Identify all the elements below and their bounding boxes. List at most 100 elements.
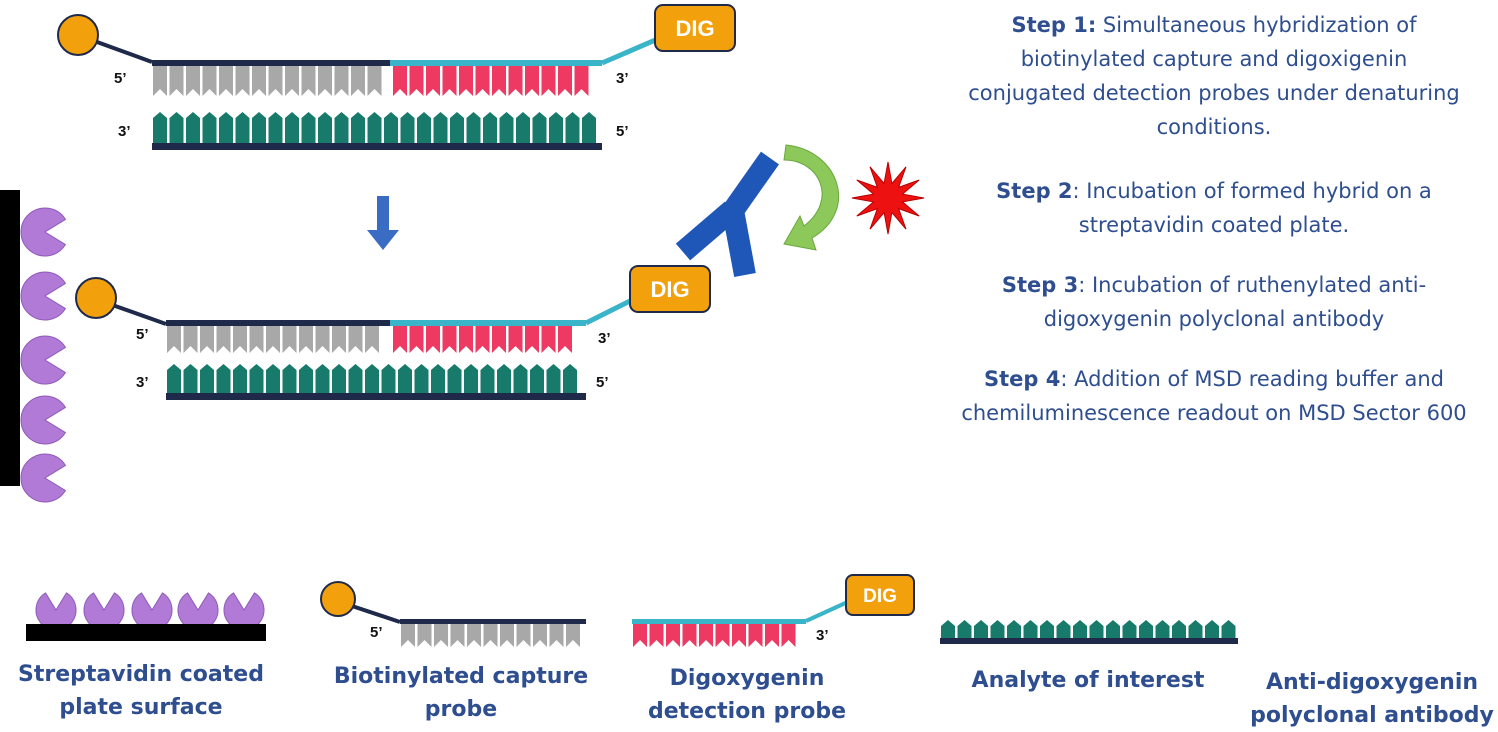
strand-tooth [334, 112, 349, 143]
dig-linker [601, 35, 661, 66]
strand-tooth [268, 66, 283, 96]
bound-complex: DIG 5’ 3’ 3’ 5’ [75, 265, 711, 400]
strand-tooth [400, 112, 415, 143]
streptavidin-icon [20, 453, 67, 503]
strand-tooth [202, 112, 217, 143]
strand-tooth [301, 112, 316, 143]
biotin-bound-icon [75, 277, 117, 319]
strand-tooth [649, 624, 664, 647]
dig-linker-bound [584, 295, 638, 326]
strand-tooth [299, 326, 313, 353]
strand-tooth [249, 364, 264, 393]
strand-tooth [565, 112, 580, 143]
strand-tooth [765, 624, 779, 647]
strand-tooth [1106, 620, 1120, 638]
strand-tooth [1205, 620, 1219, 638]
strand-tooth [450, 112, 464, 143]
strand-tooth [235, 66, 250, 96]
step-1-text: Step 1: Simultaneous hybridization of bi… [960, 8, 1468, 144]
dig-box [654, 4, 736, 52]
strand-tooth [475, 66, 490, 96]
analyte-5prime-label: 5’ [616, 123, 629, 140]
biotin-icon [57, 14, 99, 56]
strand-tooth [530, 364, 544, 393]
strand-tooth [497, 364, 511, 393]
step-1-body: Simultaneous hybridization of biotinylat… [968, 13, 1460, 139]
strand-tooth [200, 326, 214, 353]
streptavidin-plate [0, 190, 67, 503]
plate-surface [0, 190, 20, 486]
detection-backbone-bound [390, 320, 586, 326]
step-3-body: : Incubation of ruthenylated anti-digoxy… [1043, 273, 1427, 331]
strand-tooth [169, 112, 184, 143]
strand-tooth [367, 66, 382, 96]
legend-analyte-icon [940, 620, 1238, 644]
strand-tooth [563, 364, 577, 393]
strand-tooth [1089, 620, 1104, 638]
strand-tooth [219, 66, 233, 96]
strand-tooth [426, 326, 440, 353]
strand-tooth [266, 326, 280, 353]
legend-detection-probe-label: Digoxygenin detection probe [647, 666, 847, 724]
strand-tooth [1040, 620, 1054, 638]
strand-tooth [183, 326, 198, 353]
strand-tooth [282, 364, 297, 393]
strand-tooth [459, 326, 473, 353]
strand-tooth [516, 624, 531, 647]
capture-teeth [153, 66, 382, 96]
strand-tooth [533, 624, 547, 647]
strand-tooth [682, 624, 697, 647]
capture-5prime-label: 5’ [114, 70, 127, 87]
strand-tooth [414, 364, 429, 393]
strand-tooth [268, 112, 283, 143]
streptavidin-icon [20, 335, 67, 385]
strand-tooth [393, 326, 407, 353]
strand-tooth [549, 112, 563, 143]
capture-backbone [152, 60, 390, 66]
strand-tooth [365, 364, 379, 393]
capture-teeth-bound [167, 326, 379, 353]
strand-tooth [500, 624, 514, 647]
strand-tooth [974, 620, 988, 638]
strand-tooth [633, 624, 647, 647]
strand-tooth [459, 66, 473, 96]
strand-tooth [483, 112, 497, 143]
strand-tooth [367, 112, 382, 143]
strand-tooth [398, 364, 412, 393]
strand-tooth [558, 66, 572, 96]
strand-tooth [1023, 620, 1038, 638]
strand-tooth [409, 326, 424, 353]
step-2-heading: Step 2 [996, 179, 1073, 203]
strand-tooth [450, 624, 465, 647]
strand-tooth [508, 66, 523, 96]
strand-tooth [1007, 620, 1021, 638]
strand-tooth [1073, 620, 1087, 638]
analyte-teeth-bound [167, 364, 577, 393]
strand-tooth [348, 364, 363, 393]
strand-tooth [781, 624, 796, 647]
step-4-heading: Step 4 [983, 367, 1061, 391]
legend-streptavidin-label: Streptavidin coated plate surface [18, 662, 264, 720]
strand-tooth [1056, 620, 1071, 638]
analyte-backbone [152, 143, 602, 150]
legend-streptavidin-icon [26, 592, 266, 641]
strand-tooth [351, 66, 365, 96]
strand-tooth [318, 112, 332, 143]
legend-antibody-label: Anti-digoxygenin polyclonal antibody [1250, 670, 1494, 728]
strand-tooth [233, 364, 247, 393]
strand-tooth [1155, 620, 1170, 638]
strand-tooth [1122, 620, 1137, 638]
strand-tooth [513, 364, 528, 393]
strand-tooth [417, 624, 432, 647]
legend-capture-probe-icon: 5’ [320, 581, 586, 647]
curved-arrow-icon [783, 144, 839, 251]
strand-tooth [334, 66, 349, 96]
analyte-3prime-label: 3’ [118, 123, 131, 140]
dig-box-bound [629, 265, 711, 313]
detection-teeth-bound [393, 326, 572, 353]
step-1-heading: Step 1: [1011, 13, 1097, 37]
strand-tooth [169, 66, 184, 96]
strand-tooth [318, 66, 332, 96]
strand-tooth [167, 326, 181, 353]
strand-tooth [393, 66, 407, 96]
